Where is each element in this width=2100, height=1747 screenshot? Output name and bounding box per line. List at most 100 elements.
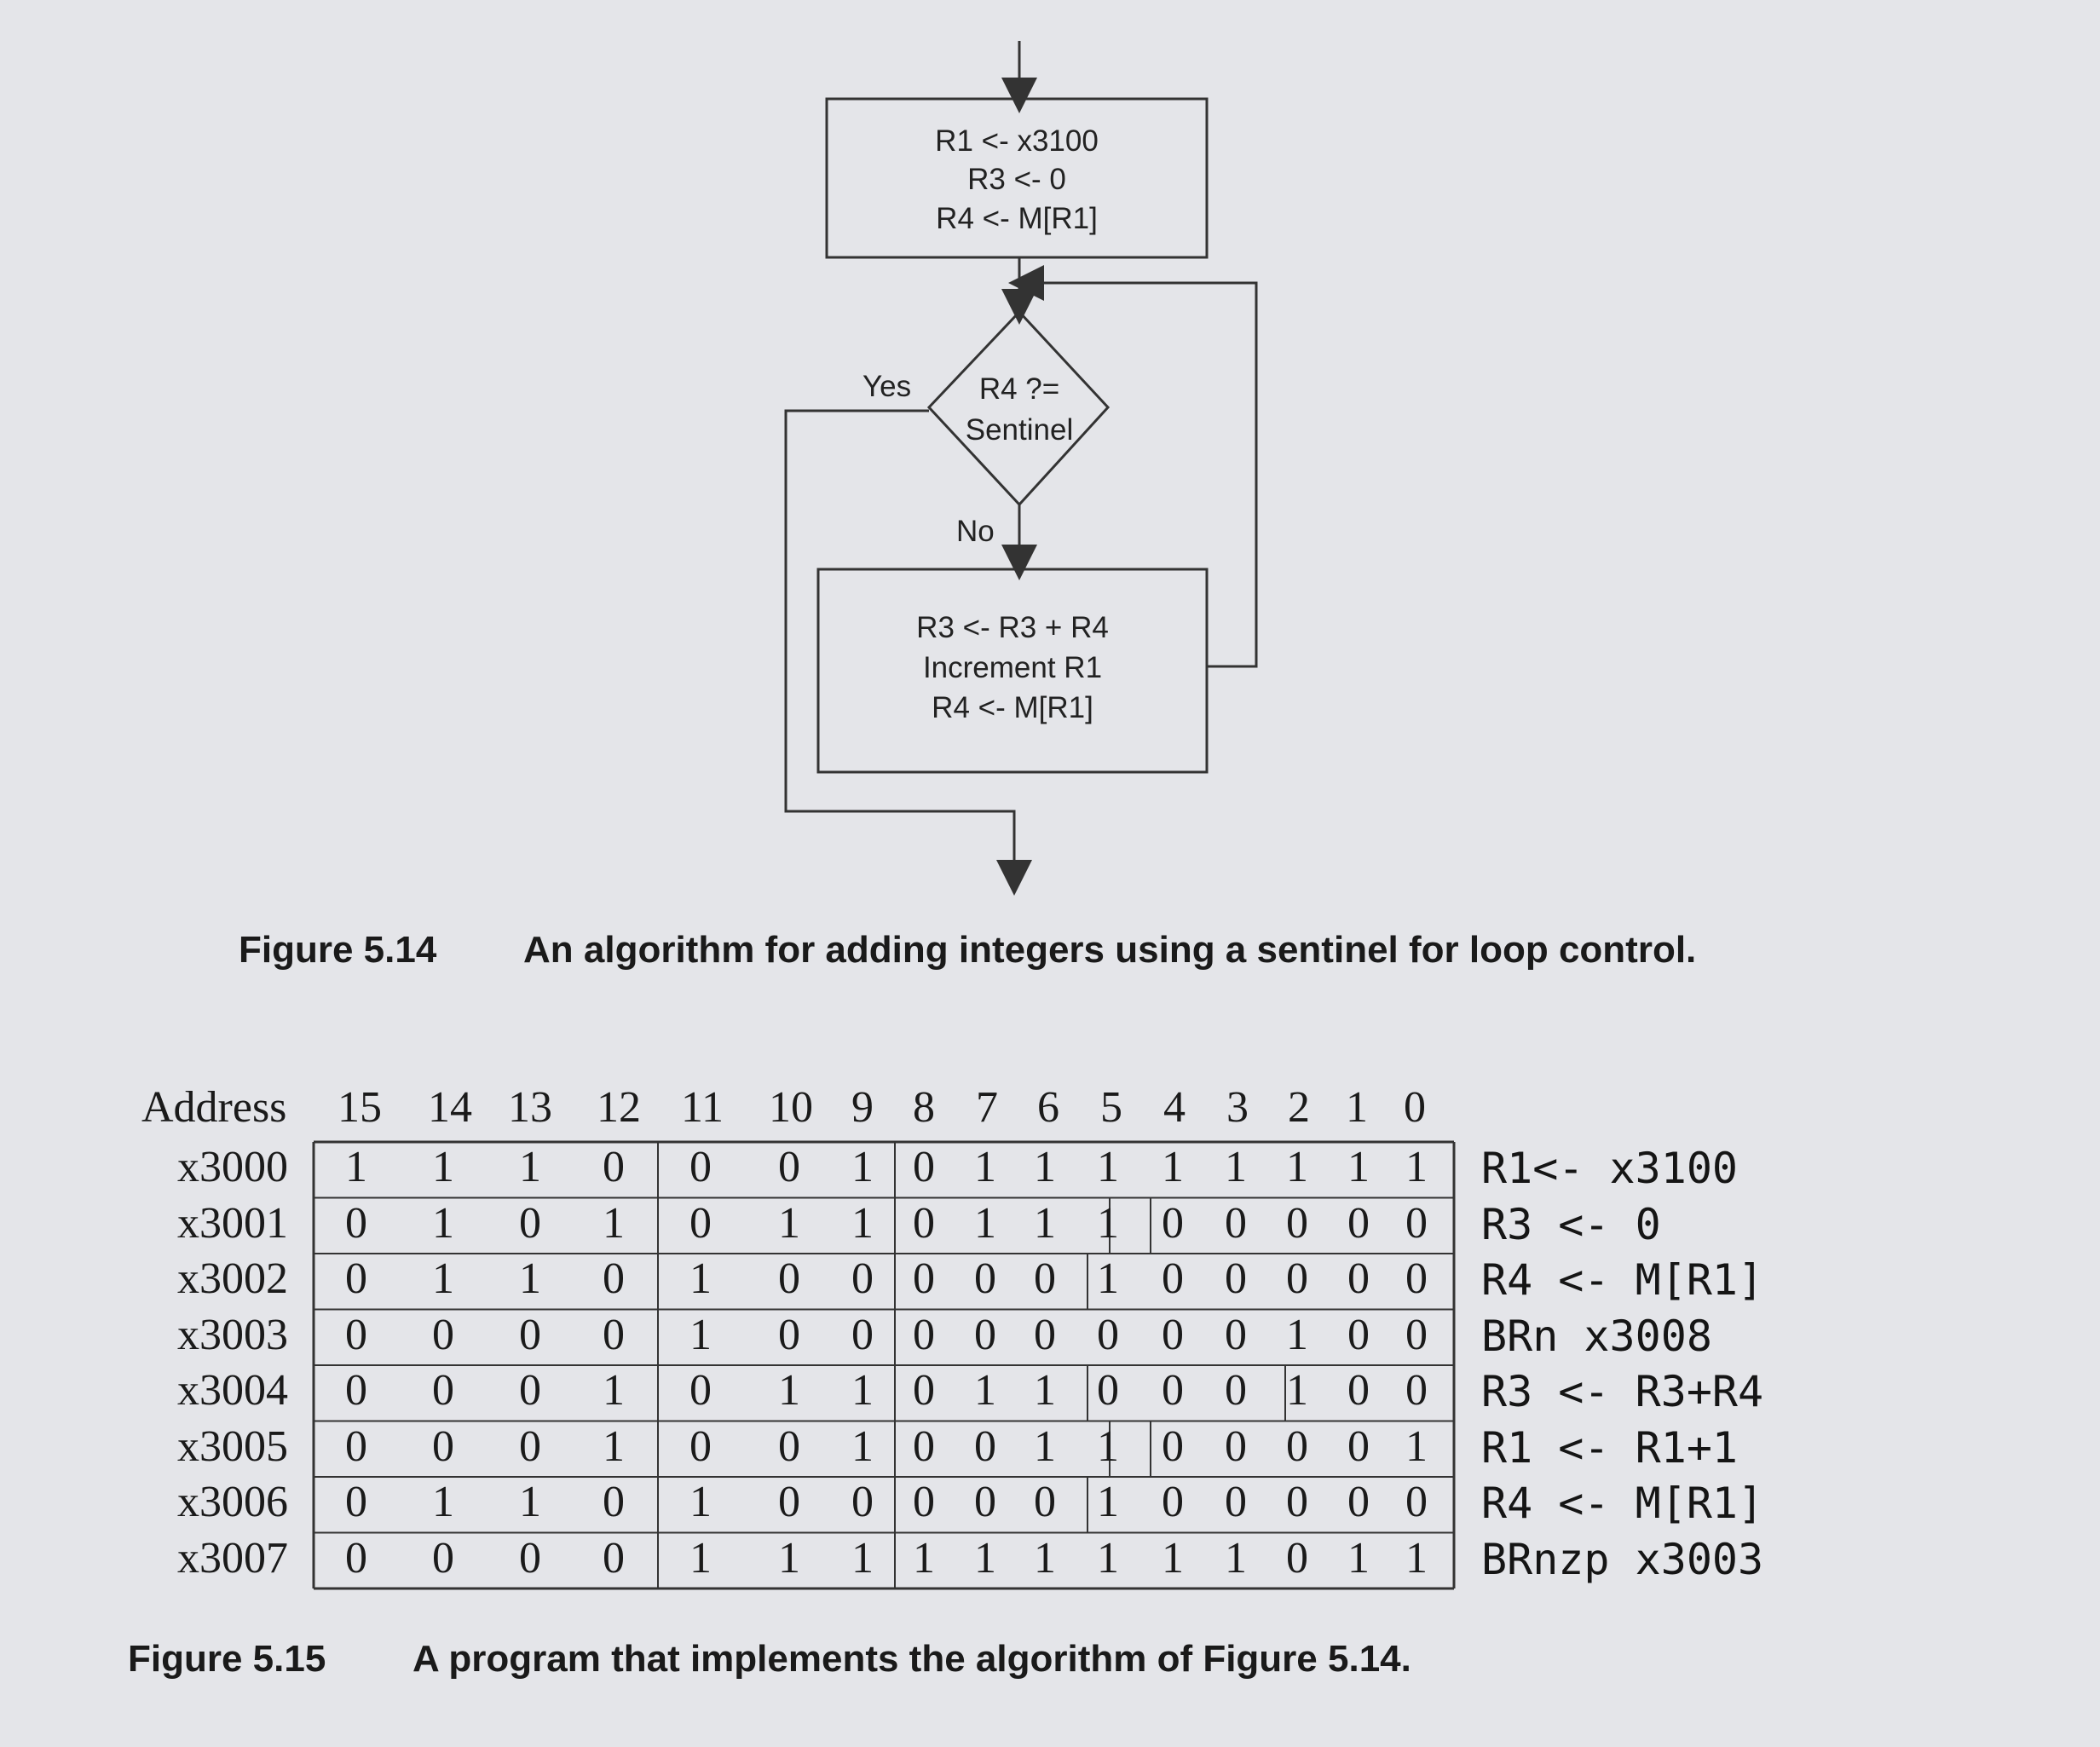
bit-digit: 0 — [432, 1310, 454, 1359]
bit-digit: 1 — [1097, 1533, 1119, 1583]
bit-digit: 0 — [913, 1421, 935, 1471]
bit-digit: 0 — [1347, 1366, 1370, 1415]
bit-digit: 1 — [689, 1533, 712, 1583]
figure-14-text: An algorithm for adding integers using a… — [523, 929, 1697, 971]
bit-digit: 1 — [1034, 1421, 1056, 1471]
bit-digit: 0 — [1286, 1533, 1308, 1583]
bit-digit: 1 — [1286, 1366, 1308, 1415]
address-cell: x3003 — [177, 1310, 288, 1359]
bit-digit: 1 — [778, 1366, 800, 1415]
bit-digit: 0 — [603, 1310, 625, 1359]
bit-digit: 1 — [519, 1478, 541, 1526]
body-line-3: R4 <- M[R1] — [932, 691, 1093, 724]
bit-digit: 0 — [1097, 1366, 1119, 1415]
address-cell: x3004 — [177, 1366, 288, 1415]
bit-digit: 0 — [603, 1533, 625, 1583]
bit-digit: 1 — [974, 1143, 996, 1191]
assembly-comment: R3 <- R3+R4 — [1481, 1367, 1764, 1416]
bit-digit: 1 — [689, 1254, 712, 1303]
address-cell: x3000 — [177, 1143, 288, 1191]
figure-15-caption: Figure 5.15 A program that implements th… — [0, 1638, 2100, 1689]
bit-digit: 1 — [603, 1421, 625, 1471]
init-process-box — [825, 97, 1209, 259]
bit-digit: 0 — [1347, 1254, 1370, 1303]
bit-header-9: 9 — [851, 1083, 874, 1132]
bit-digit: 0 — [1034, 1478, 1056, 1526]
bit-digit: 1 — [974, 1198, 996, 1248]
bit-digit: 0 — [913, 1310, 935, 1359]
bit-digit: 1 — [345, 1143, 367, 1191]
bit-digit: 0 — [345, 1478, 367, 1526]
address-cell: x3005 — [177, 1421, 288, 1471]
bit-header-7: 7 — [976, 1083, 998, 1132]
bit-digit: 1 — [913, 1533, 935, 1583]
bit-digit: 0 — [974, 1310, 996, 1359]
assembly-comment: BRnzp x3003 — [1481, 1534, 1764, 1584]
bit-digit: 1 — [974, 1533, 996, 1583]
bit-digit: 0 — [913, 1198, 935, 1248]
bit-digit: 0 — [1225, 1254, 1247, 1303]
bit-digit: 1 — [778, 1533, 800, 1583]
bit-header-10: 10 — [769, 1083, 813, 1132]
bit-digit: 1 — [432, 1198, 454, 1248]
bit-digit: 1 — [1225, 1143, 1247, 1191]
yes-path — [784, 409, 1032, 896]
bit-digit: 1 — [1034, 1366, 1056, 1415]
bit-header-5: 5 — [1100, 1083, 1122, 1132]
bit-digit: 0 — [345, 1310, 367, 1359]
bit-digit: 0 — [519, 1421, 541, 1471]
bit-digit: 0 — [1405, 1478, 1428, 1526]
bit-digit: 1 — [432, 1478, 454, 1526]
bit-digit: 0 — [1162, 1198, 1184, 1248]
bit-digit: 1 — [1347, 1533, 1370, 1583]
assembly-comment: R3 <- 0 — [1481, 1199, 1661, 1249]
bit-header-13: 13 — [508, 1083, 552, 1132]
bit-digit: 0 — [778, 1421, 800, 1471]
bit-digit: 0 — [851, 1478, 874, 1526]
bit-digit: 1 — [603, 1198, 625, 1248]
bit-header-8: 8 — [913, 1083, 935, 1132]
bit-digit: 0 — [689, 1366, 712, 1415]
bit-digit: 0 — [1034, 1310, 1056, 1359]
bit-header-2: 2 — [1288, 1083, 1310, 1132]
bit-digit: 1 — [432, 1143, 454, 1191]
bit-digit: 1 — [519, 1254, 541, 1303]
bit-digit: 1 — [851, 1533, 874, 1583]
bit-digit: 0 — [1286, 1254, 1308, 1303]
bit-header-1: 1 — [1346, 1083, 1368, 1132]
figure-15-text: A program that implements the algorithm … — [412, 1638, 1411, 1680]
bit-digit: 0 — [778, 1478, 800, 1526]
bit-digit: 0 — [778, 1254, 800, 1303]
bit-digit: 1 — [1034, 1533, 1056, 1583]
bit-digit: 0 — [1286, 1478, 1308, 1526]
figure-14-label: Figure 5.14 — [239, 929, 437, 971]
assembly-comment: R1 <- R1+1 — [1481, 1422, 1739, 1473]
bit-digit: 0 — [1225, 1478, 1247, 1526]
bit-header-3: 3 — [1226, 1083, 1249, 1132]
bit-digit: 0 — [913, 1254, 935, 1303]
bit-digit: 1 — [1286, 1143, 1308, 1191]
bit-digit: 0 — [1162, 1254, 1184, 1303]
init-line-3: R4 <- M[R1] — [936, 202, 1098, 235]
bit-digit: 1 — [851, 1421, 874, 1471]
decision-line-1: R4 ?= — [979, 372, 1059, 406]
bit-digit: 1 — [1097, 1254, 1119, 1303]
bit-digit: 1 — [1347, 1143, 1370, 1191]
bit-digit: 0 — [851, 1310, 874, 1359]
bit-digit: 1 — [1286, 1310, 1308, 1359]
bit-digit: 1 — [851, 1366, 874, 1415]
bit-header-4: 4 — [1163, 1083, 1186, 1132]
figure-15-label: Figure 5.15 — [128, 1638, 326, 1680]
bit-digit: 1 — [1034, 1143, 1056, 1191]
bit-header-12: 12 — [597, 1083, 641, 1132]
bit-digit: 0 — [1347, 1421, 1370, 1471]
bit-digit: 0 — [1225, 1421, 1247, 1471]
bit-digit: 0 — [1034, 1254, 1056, 1303]
bit-digit: 0 — [689, 1198, 712, 1248]
bit-digit: 0 — [1162, 1310, 1184, 1359]
loop-back-path — [1008, 265, 1258, 668]
assembly-comment: R4 <- M[R1] — [1481, 1255, 1764, 1305]
bit-digit: 0 — [432, 1533, 454, 1583]
bit-digit: 0 — [345, 1254, 367, 1303]
